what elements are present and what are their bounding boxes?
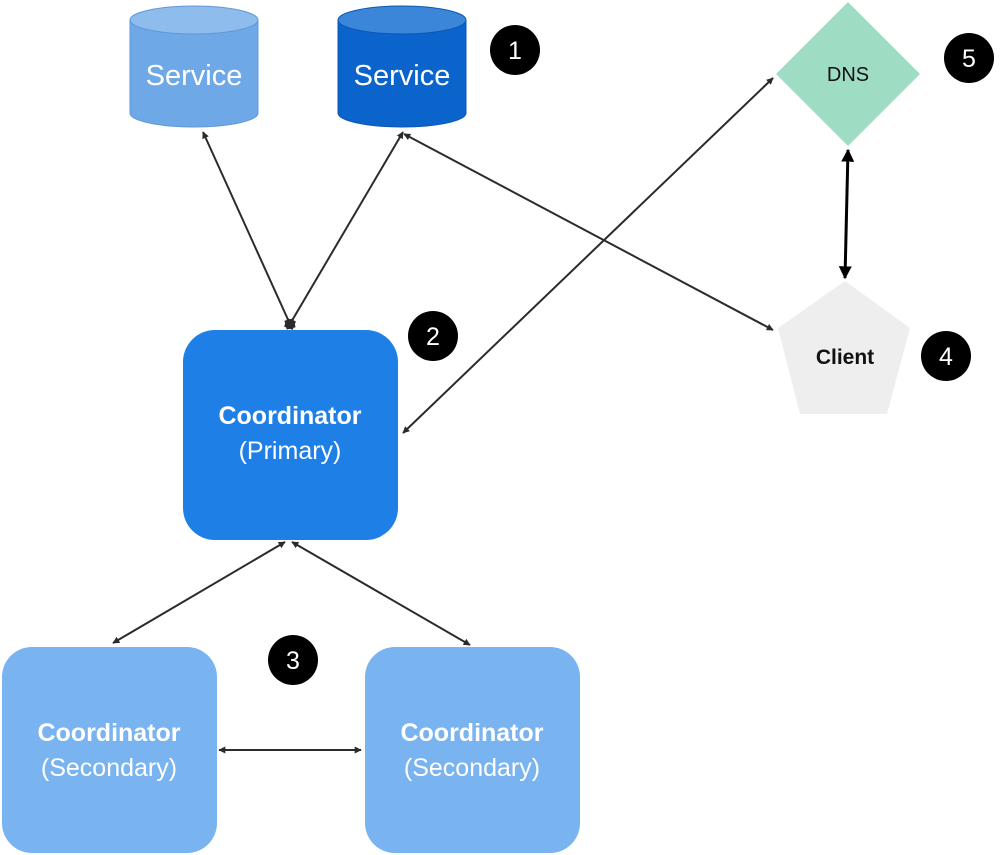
cylinder-top bbox=[337, 5, 467, 35]
badge-number: 2 bbox=[426, 323, 440, 351]
edge-dns-primary bbox=[402, 77, 774, 434]
coordinator-secondary-node: Coordinator (Secondary) bbox=[2, 647, 217, 853]
cylinder-top bbox=[129, 5, 259, 35]
cylinder-body bbox=[337, 19, 467, 128]
edge-service2-primary bbox=[284, 131, 404, 330]
service-label: Service bbox=[354, 60, 451, 92]
coordinator-primary-title: Coordinator bbox=[218, 402, 361, 430]
edge-dns-client bbox=[838, 148, 855, 280]
coordinator-secondary-title: Coordinator bbox=[400, 719, 543, 747]
badge-3: 3 bbox=[268, 635, 318, 685]
service-node-dark: Service bbox=[337, 5, 467, 128]
cylinder-body bbox=[129, 19, 259, 128]
badge-4: 4 bbox=[921, 331, 971, 381]
client-label: Client bbox=[816, 346, 874, 369]
edge-service2-client bbox=[403, 133, 774, 331]
client-node: Client bbox=[778, 281, 910, 414]
badge-number: 5 bbox=[962, 45, 976, 73]
dns-diamond bbox=[776, 2, 920, 146]
coordinator-secondary-subtitle: (Secondary) bbox=[41, 754, 177, 782]
dns-node: DNS bbox=[776, 2, 920, 146]
service-label: Service bbox=[146, 60, 243, 92]
coordinator-secondary-subtitle: (Secondary) bbox=[404, 754, 540, 782]
edge-service1-primary bbox=[202, 131, 296, 330]
badge-2: 2 bbox=[408, 311, 458, 361]
edge-primary-secondary2 bbox=[291, 541, 471, 646]
coordinator-secondary-box bbox=[365, 647, 580, 853]
badge-circle bbox=[408, 311, 458, 361]
edge-primary-secondary1 bbox=[112, 541, 286, 644]
badge-circle bbox=[944, 33, 994, 83]
coordinator-primary-subtitle: (Primary) bbox=[239, 437, 342, 465]
badge-circle bbox=[490, 25, 540, 75]
badge-circle bbox=[268, 635, 318, 685]
coordinator-primary-box bbox=[183, 330, 398, 540]
coordinator-secondary-box bbox=[2, 647, 217, 853]
coordinator-secondary-title: Coordinator bbox=[37, 719, 180, 747]
coordinator-secondary-node: Coordinator (Secondary) bbox=[365, 647, 580, 853]
badge-number: 3 bbox=[286, 647, 300, 675]
badge-1: 1 bbox=[490, 25, 540, 75]
dns-label: DNS bbox=[827, 64, 869, 86]
service-node-light: Service bbox=[129, 5, 259, 128]
badge-circle bbox=[921, 331, 971, 381]
badge-5: 5 bbox=[944, 33, 994, 83]
badge-number: 1 bbox=[508, 37, 522, 65]
client-pentagon bbox=[778, 281, 910, 414]
edges bbox=[112, 77, 855, 754]
badge-number: 4 bbox=[939, 343, 953, 371]
coordinator-primary-node: Coordinator (Primary) bbox=[183, 330, 398, 540]
